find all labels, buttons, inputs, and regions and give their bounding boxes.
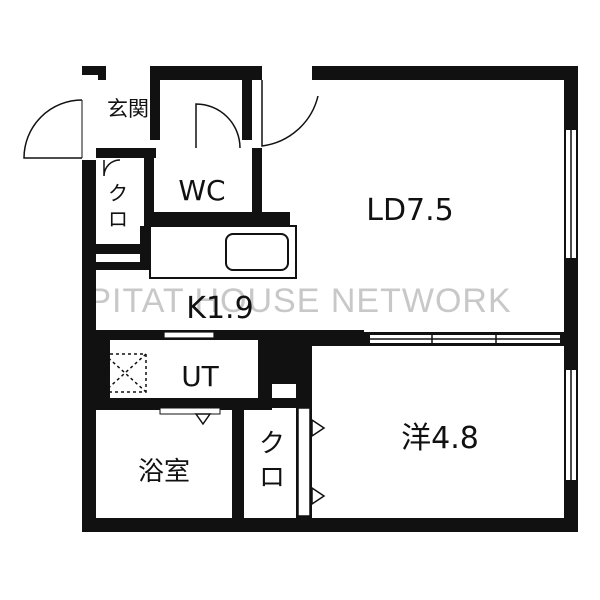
room-label-utility: UT — [181, 360, 219, 393]
wc-door — [195, 103, 241, 149]
closet-entry-char-1: ク — [108, 181, 128, 205]
room-label-kitchen: K1.9 — [186, 291, 253, 326]
entrance-door — [23, 99, 83, 159]
ut-door — [163, 331, 215, 339]
room-label-entrance: 玄関 — [107, 97, 149, 121]
closet-bedroom-doors — [297, 407, 326, 517]
bathroom-door — [159, 407, 221, 426]
room-label-living-dining: LD7.5 — [366, 193, 454, 228]
room-label-western-room: 洋4.8 — [401, 421, 479, 456]
ld-door — [261, 80, 319, 147]
closet-bedroom-char-2: ロ — [259, 463, 285, 493]
window-western-room — [566, 370, 576, 480]
window-ld — [566, 130, 576, 258]
room-label-wc: WC — [178, 174, 225, 207]
room-label-closet-bedroom: クロ — [259, 429, 285, 493]
kitchen-counter — [149, 225, 297, 279]
room-label-bathroom: 浴室 — [138, 457, 190, 487]
closet-entry-char-2: ロ — [108, 207, 128, 231]
room-label-closet-entry: クロ — [108, 181, 128, 231]
washer-space-icon — [103, 353, 147, 393]
sliding-partition — [312, 332, 564, 346]
watermark: PITAT HOUSE NETWORK — [88, 282, 511, 320]
closet-entry-door — [103, 159, 121, 177]
closet-bedroom-char-1: ク — [259, 429, 285, 459]
